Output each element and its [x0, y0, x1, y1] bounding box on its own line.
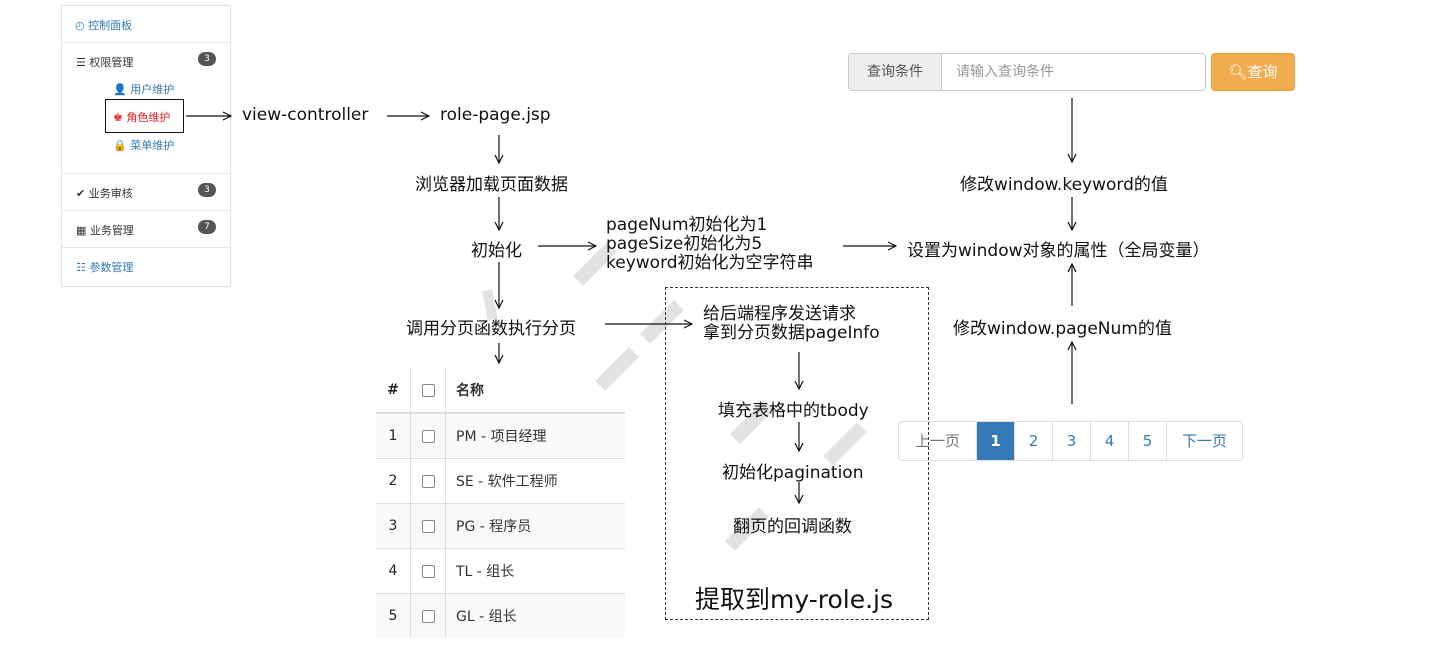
pagination-page-3[interactable]: 3: [1052, 422, 1090, 460]
pagination-page-1[interactable]: 1: [976, 422, 1015, 460]
page-callback-label: 翻页的回调函数: [733, 517, 852, 537]
pagesize-init-line: pageSize初始化为5: [606, 234, 763, 254]
row-checkbox[interactable]: [421, 429, 435, 443]
send-request-line: 给后端程序发送请求: [703, 304, 856, 324]
call-paging-label: 调用分页函数执行分页: [406, 319, 576, 339]
row-name: PG - 程序员: [445, 503, 625, 549]
extract-box: [665, 287, 929, 620]
dashboard-icon: ◴: [75, 19, 85, 32]
sidebar-item-label: 菜单维护: [130, 139, 175, 152]
send-request-text: 给后端程序发送请求 拿到分页数据pageInfo: [703, 305, 880, 343]
row-select-cell: [410, 548, 446, 594]
sidebar-item-label: 权限管理: [89, 56, 134, 69]
view-controller-label: view-controller: [242, 105, 369, 125]
count-badge: 3: [198, 52, 216, 66]
column-header-select: [410, 368, 446, 414]
row-number: 5: [376, 593, 411, 638]
init-label: 初始化: [471, 241, 522, 261]
row-name: SE - 软件工程师: [445, 458, 625, 504]
pagination-next[interactable]: 下一页: [1166, 422, 1242, 460]
table-row: 4 TL - 组长: [376, 548, 625, 594]
server-icon: ☰: [76, 56, 86, 69]
column-header-name: 名称: [445, 368, 625, 414]
sidebar-item-label: 业务管理: [89, 224, 134, 237]
row-select-cell: [410, 458, 446, 504]
table-row: 3 PG - 程序员: [376, 503, 625, 549]
pagination-page-2[interactable]: 2: [1014, 422, 1052, 460]
row-number: 2: [376, 458, 411, 504]
row-name: TL - 组长: [445, 548, 625, 594]
pagination-page-5[interactable]: 5: [1128, 422, 1166, 460]
init-vars-text: pageNum初始化为1 pageSize初始化为5 keyword初始化为空字…: [606, 216, 814, 273]
browser-load-label: 浏览器加载页面数据: [415, 175, 568, 195]
row-checkbox[interactable]: [421, 474, 435, 488]
pagination: 上一页 1 2 3 4 5 下一页: [898, 421, 1244, 461]
row-number: 1: [376, 412, 411, 459]
sidebar-item-dashboard[interactable]: ◴ 控制面板: [62, 6, 230, 43]
search-button-label: 查询: [1247, 63, 1278, 81]
sidebar-item-business-audit[interactable]: ✔ 业务审核 3: [62, 174, 230, 211]
sidebar-item-label: 角色维护: [126, 111, 171, 124]
sidebar-item-label: 控制面板: [88, 19, 133, 32]
role-page-label: role-page.jsp: [440, 105, 551, 125]
page-info-line: 拿到分页数据pageInfo: [703, 323, 880, 343]
modify-pagenum-label: 修改window.pageNum的值: [953, 319, 1172, 339]
select-all-checkbox[interactable]: [421, 383, 435, 397]
row-select-cell: [410, 412, 446, 459]
modify-keyword-label: 修改window.keyword的值: [960, 175, 1168, 195]
table-header-row: # 名称: [376, 368, 625, 414]
role-table: # 名称 1 PM - 项目经理 2 SE - 软件工程师 3 PG - 程序员…: [376, 368, 625, 638]
row-select-cell: [410, 593, 446, 638]
user-icon: 👤: [113, 83, 127, 96]
sidebar-item-menu-maint[interactable]: 🔒 菜单维护: [113, 137, 174, 153]
count-badge: 3: [198, 183, 216, 197]
crown-icon: ♚: [113, 111, 123, 124]
table-row: 1 PM - 项目经理: [376, 412, 625, 459]
highlight-box: [105, 99, 184, 133]
sidebar-item-label: 用户维护: [130, 83, 175, 96]
fill-tbody-label: 填充表格中的tbody: [718, 401, 869, 421]
pagination-page-4[interactable]: 4: [1090, 422, 1128, 460]
sidebar-item-param-mgmt[interactable]: ☷ 参数管理: [62, 248, 230, 284]
row-name: PM - 项目经理: [445, 412, 625, 459]
column-header-number: #: [376, 368, 411, 414]
search-input[interactable]: [942, 53, 1206, 91]
sidebar-item-user-maint[interactable]: 👤 用户维护: [113, 81, 174, 97]
sidebar-item-business-mgmt[interactable]: ▦ 业务管理 7: [62, 211, 230, 248]
row-number: 4: [376, 548, 411, 594]
sidebar-item-role-maint[interactable]: ♚ 角色维护: [113, 109, 170, 125]
pagination-prev[interactable]: 上一页: [915, 432, 961, 450]
grid-icon: ▦: [76, 224, 87, 237]
lock-icon: 🔒: [113, 139, 127, 152]
table-row: 2 SE - 软件工程师: [376, 458, 625, 504]
sidebar-item-permission[interactable]: ☰ 权限管理 3 👤 用户维护 ♚ 角色维护 🔒 菜单维护: [62, 43, 230, 174]
row-checkbox[interactable]: [421, 519, 435, 533]
pagenum-init-line: pageNum初始化为1: [606, 215, 768, 235]
table-row: 5 GL - 组长: [376, 593, 625, 638]
init-pagination-label: 初始化pagination: [722, 463, 864, 483]
row-checkbox[interactable]: [421, 564, 435, 578]
search-button[interactable]: 🔍︎查询: [1211, 53, 1295, 91]
count-badge: 7: [198, 220, 216, 234]
extract-label: 提取到my-role.js: [695, 585, 893, 614]
row-name: GL - 组长: [445, 593, 625, 638]
search-icon: 🔍︎: [1228, 63, 1248, 81]
list-icon: ☷: [76, 261, 86, 274]
row-number: 3: [376, 503, 411, 549]
search-addon: 查询条件: [848, 53, 942, 91]
sidebar-item-label: 参数管理: [89, 261, 134, 274]
keyword-init-line: keyword初始化为空字符串: [606, 253, 814, 273]
sidebar-menu: ◴ 控制面板 ☰ 权限管理 3 👤 用户维护 ♚ 角色维护 🔒 菜单维护 ✔ 业…: [61, 5, 231, 287]
set-window-label: 设置为window对象的属性（全局变量）: [907, 241, 1210, 261]
sidebar-item-label: 业务审核: [88, 187, 133, 200]
row-select-cell: [410, 503, 446, 549]
row-checkbox[interactable]: [421, 609, 435, 623]
check-icon: ✔: [76, 187, 86, 200]
